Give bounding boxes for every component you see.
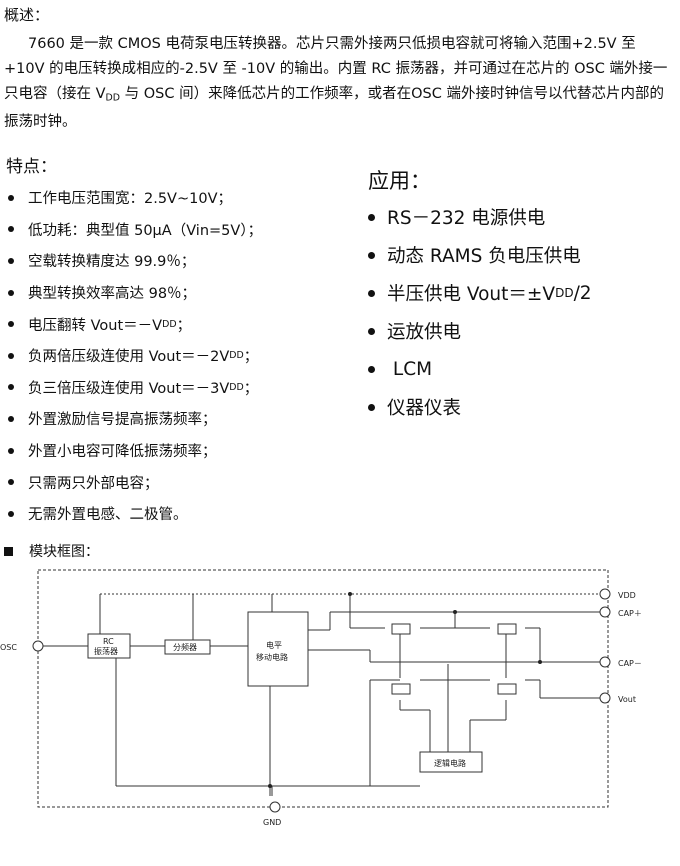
transistor-3 <box>391 683 411 695</box>
osc-pin-icon <box>32 640 44 652</box>
divider-box <box>164 639 211 655</box>
overview-heading: 概述： <box>4 6 50 24</box>
feature-item: 只需两只外部电容； <box>8 466 358 498</box>
junction-dot <box>453 610 457 614</box>
overview-paragraph: 7660 是一款 CMOS 电荷泵电压转换器。芯片只需外接两只低损电容就可将输入… <box>4 32 676 135</box>
application-item: RS－232 电源供电 <box>368 198 678 236</box>
application-item: 仪器仪表 <box>368 388 678 426</box>
logic-label: 逻辑电路 <box>434 758 466 768</box>
bullet-icon <box>8 289 14 296</box>
bullet-icon <box>368 365 375 373</box>
application-item: 运放供电 <box>368 312 678 350</box>
junction-dot <box>538 660 542 664</box>
bullet-icon <box>368 403 375 411</box>
bullet-icon <box>8 226 14 233</box>
level-label-2: 移动电路 <box>256 652 288 662</box>
application-item: 动态 RAMS 负电压供电 <box>368 236 678 274</box>
overview-text-tail: 与 OSC 间）来降低芯片的工作频率，或者在OSC 端外接时钟信号以代替芯片内部… <box>4 86 664 131</box>
bullet-icon <box>8 194 14 201</box>
logic-box <box>419 751 483 773</box>
cap-minus-label: CAP－ <box>618 659 642 668</box>
features-list: 工作电压范围宽：2.5V~10V； 低功耗：典型值 50μA（Vin=5V）； … <box>8 182 358 530</box>
bullet-icon <box>8 321 14 328</box>
chip-outline <box>37 569 609 808</box>
features-heading: 特点： <box>6 157 57 177</box>
feature-item: 低功耗：典型值 50μA（Vin=5V）； <box>8 214 358 246</box>
bullet-icon <box>8 352 14 359</box>
level-shift-box <box>247 611 309 687</box>
vout-pin-icon <box>599 692 611 704</box>
bullet-icon <box>8 384 14 391</box>
feature-item: 典型转换效率高达 98％； <box>8 277 358 309</box>
gnd-label: GND <box>263 818 281 827</box>
transistor-4 <box>497 683 517 695</box>
cap-minus-pin-icon <box>599 656 611 668</box>
bullet-icon <box>368 289 375 297</box>
applications-heading: 应用： <box>368 169 431 193</box>
vdd-pin-icon <box>599 588 611 600</box>
feature-item: 空载转换精度达 99.9％； <box>8 245 358 277</box>
gnd-pin-icon <box>269 801 281 813</box>
transistor-2 <box>497 623 517 635</box>
feature-item: 工作电压范围宽：2.5V~10V； <box>8 182 358 214</box>
transistor-1 <box>391 623 411 635</box>
junction-dot <box>268 784 272 788</box>
application-item: LCM <box>368 350 678 388</box>
bullet-icon <box>8 510 14 517</box>
overview-sub: DD <box>105 92 121 104</box>
bullet-icon <box>368 213 375 221</box>
cap-plus-pin-icon <box>599 606 611 618</box>
rc-oscillator-box <box>87 633 131 659</box>
divider-label: 分频器 <box>173 642 197 652</box>
rc-label-2: 振荡器 <box>94 646 118 656</box>
vout-label: Vout <box>618 695 636 704</box>
bullet-icon <box>368 251 375 259</box>
cap-plus-label: CAP＋ <box>618 609 642 618</box>
bullet-icon <box>8 479 14 486</box>
square-bullet-icon <box>4 546 13 556</box>
junction-dot <box>348 592 352 596</box>
bullet-icon <box>8 257 14 264</box>
bullet-icon <box>8 447 14 454</box>
block-diagram-heading: 模块框图： <box>4 541 99 561</box>
feature-item: 外置激励信号提高振荡频率； <box>8 403 358 435</box>
feature-item: 无需外置电感、二极管。 <box>8 498 358 530</box>
overview-text: 7660 是一款 CMOS 电荷泵电压转换器。芯片只需外接两只低损电容就可将输入… <box>4 36 668 102</box>
level-label-1: 电平 <box>266 640 282 650</box>
bullet-icon <box>8 415 14 422</box>
vdd-label: VDD <box>618 591 636 600</box>
block-diagram: OSC RC 振荡器 分频器 电平 移动电路 逻辑电路 VDD CAP＋ CAP… <box>0 569 642 827</box>
feature-item: 外置小电容可降低振荡频率； <box>8 435 358 467</box>
bullet-icon <box>368 327 375 335</box>
osc-label: OSC <box>0 643 17 652</box>
rc-label-1: RC <box>103 637 114 646</box>
